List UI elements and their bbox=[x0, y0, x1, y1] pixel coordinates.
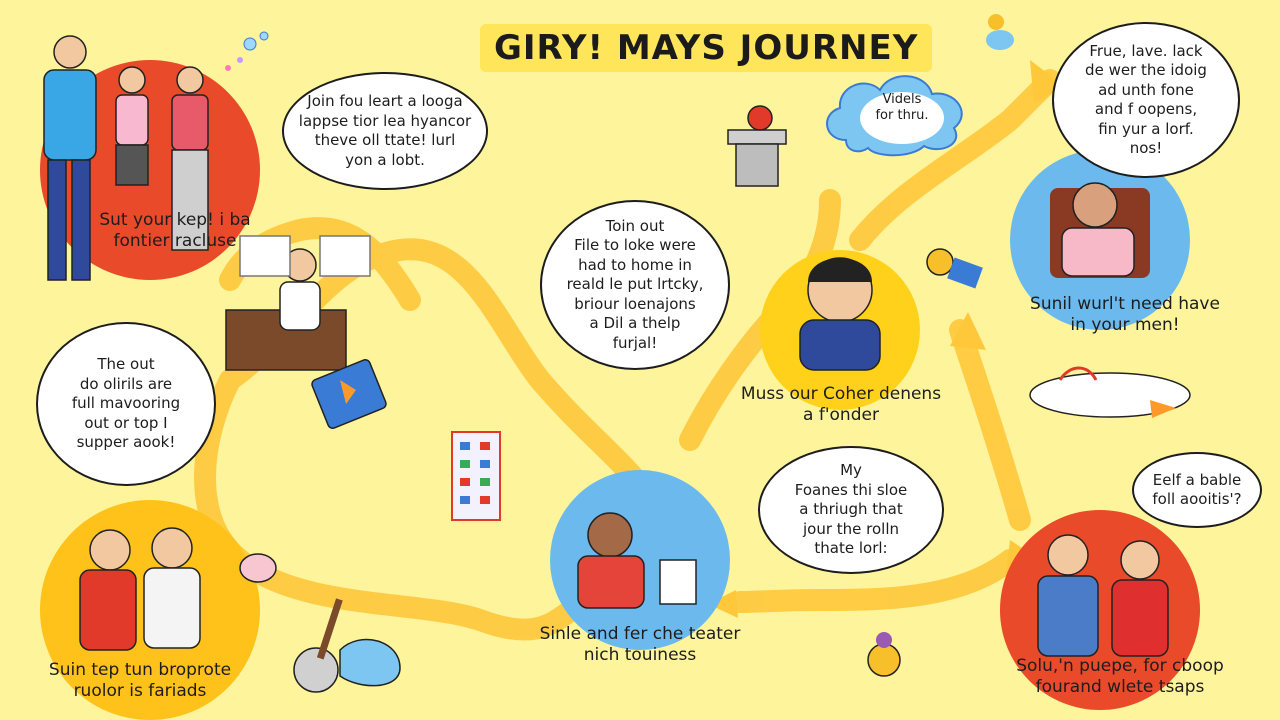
person-man-family bbox=[43, 35, 97, 281]
person-friends-pair bbox=[79, 527, 201, 651]
caption-bottom-center: Sinle and fer che teater nich touiness bbox=[539, 624, 741, 666]
path-bottom-return bbox=[729, 549, 1021, 613]
path-right-down bbox=[949, 319, 1031, 531]
book-icon bbox=[311, 359, 387, 429]
arrowhead-top-right bbox=[1030, 60, 1064, 104]
person-center-boy bbox=[799, 257, 881, 371]
cloud-bubble bbox=[826, 75, 963, 157]
decor-bubbles bbox=[225, 31, 269, 71]
caption-middle-right: Muss our Coher denens a f'onder bbox=[740, 384, 942, 426]
page-title: GIRY! MAYS JOURNEY bbox=[480, 24, 933, 72]
caption-bottom-left: Suin tep tun broprote ruolor is fariads bbox=[48, 660, 232, 702]
person-study-girl bbox=[577, 512, 697, 609]
bear-icon bbox=[867, 632, 901, 677]
cloud-decor-top bbox=[986, 14, 1014, 50]
speech-bubble-lower-middle: My Foanes thi sloe a thriugh that jour t… bbox=[758, 446, 944, 574]
person-desk-boy bbox=[225, 235, 371, 371]
speech-bubble-center: Toin out File to loke were had to home i… bbox=[540, 200, 730, 370]
arrowhead-right bbox=[950, 312, 986, 350]
caption-top-left: Sut your kep! i ba fontier racluse bbox=[99, 210, 251, 252]
speech-bubble-bottom-right: Eelf a bable foll aooitis'? bbox=[1132, 452, 1262, 528]
dragon-icon bbox=[1029, 366, 1191, 418]
person-office-man bbox=[1050, 182, 1150, 278]
caption-bottom-right: Solu,'n puepe, for cboop fourand wlete t… bbox=[1016, 656, 1224, 698]
path-left-loop bbox=[194, 369, 611, 641]
trophy-icon bbox=[727, 105, 787, 187]
speech-bubble-top-right: Frue, lave. lack de wer the idoig ad unt… bbox=[1052, 22, 1240, 178]
cat-icon bbox=[926, 248, 983, 289]
path-ribbons bbox=[194, 69, 1061, 641]
arrowhead-bottom bbox=[708, 590, 738, 618]
person-woman-family bbox=[171, 66, 209, 251]
caption-top-right: Sunil wurl't need have in your men! bbox=[1030, 294, 1220, 336]
speech-bubble-top-left: Join fou leart a looga lappse tior lea h… bbox=[282, 72, 488, 190]
speech-bubble-left: The out do olirils are full mavooring ou… bbox=[36, 322, 216, 486]
pig-icon bbox=[239, 553, 277, 583]
person-couple bbox=[1037, 534, 1169, 657]
cloud-bubble-text: Videls for thru. bbox=[875, 92, 929, 124]
building-icon bbox=[451, 431, 501, 521]
person-girl-family bbox=[115, 66, 149, 186]
guitar-icon bbox=[293, 598, 401, 693]
